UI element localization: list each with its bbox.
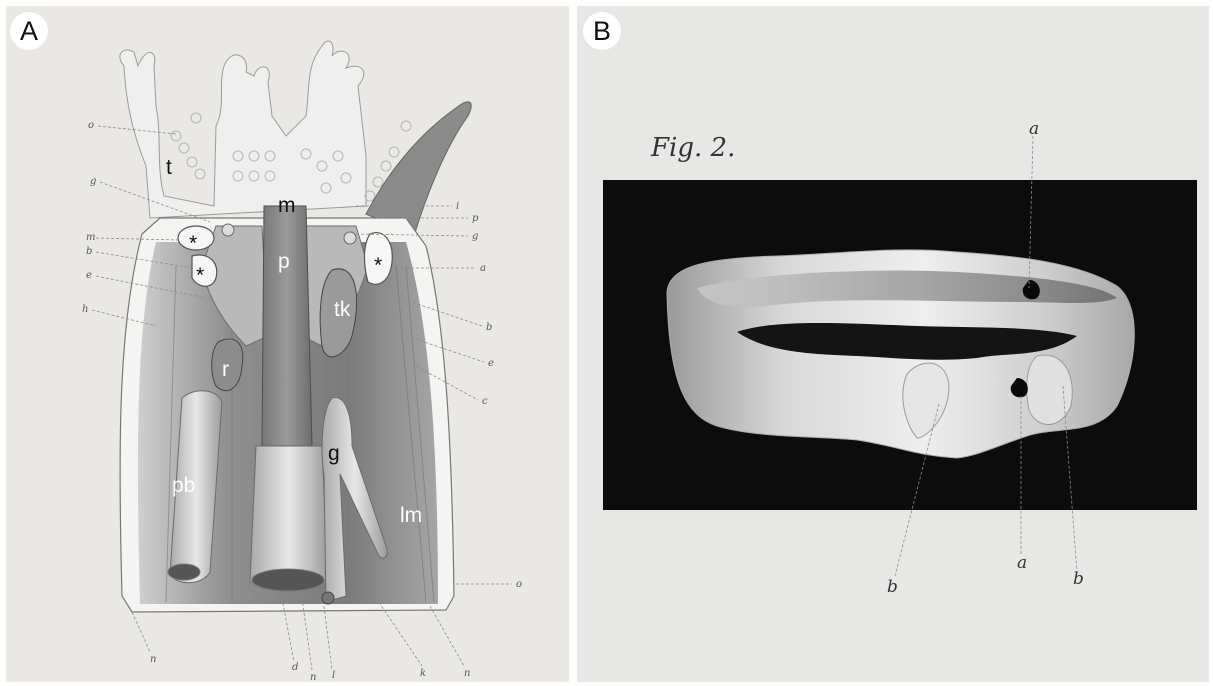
gland-right — [344, 232, 356, 244]
label-a-right: a — [480, 263, 486, 274]
label-pb: pb — [172, 474, 195, 497]
panel-a: t m p * * * tk r pb g lm — [6, 6, 569, 682]
label-tk: tk — [334, 298, 351, 321]
label-n-1: n — [150, 654, 156, 665]
label-g-left: g — [90, 176, 96, 187]
figure-title: Fig. 2. — [650, 133, 735, 163]
pharynx — [262, 206, 312, 452]
label-star-2: * — [196, 264, 204, 287]
panel-letter-a: A — [10, 12, 48, 50]
tube-g-opening — [322, 592, 334, 604]
label-a-top: a — [1029, 119, 1039, 139]
label-m-left: m — [86, 232, 95, 243]
label-b-right: b — [486, 322, 492, 333]
label-g: g — [328, 442, 340, 465]
label-e-right: e — [488, 358, 494, 369]
label-a-bottom: a — [1017, 553, 1027, 573]
label-o-right: o — [516, 579, 522, 590]
anatomy-illustration: t m p * * * tk r pb g lm — [6, 6, 569, 682]
ring-lobe-right — [1027, 355, 1073, 425]
label-p: p — [278, 250, 290, 273]
label-n-3: n — [464, 668, 470, 679]
tube-central-opening — [252, 569, 324, 591]
ring-illustration: Fig. 2. a a b b — [577, 6, 1209, 682]
label-d: d — [292, 662, 298, 673]
label-b-left: b — [86, 246, 92, 257]
panel-b: Fig. 2. a a b b B — [577, 6, 1209, 682]
label-t: t — [166, 156, 172, 179]
label-n-2: n — [310, 672, 316, 682]
label-star-1: * — [189, 232, 197, 255]
label-p-right: p — [472, 213, 479, 224]
label-b-left: b — [887, 577, 898, 597]
tube-central — [250, 446, 328, 582]
label-e-left: e — [86, 270, 92, 281]
panel-letter-b: B — [583, 12, 621, 50]
label-b-right: b — [1073, 569, 1084, 589]
label-c-right: c — [482, 396, 488, 407]
gland-left — [222, 224, 234, 236]
label-l: l — [332, 670, 335, 681]
label-m: m — [278, 194, 296, 217]
label-i-right: i — [456, 201, 459, 212]
label-g-right: g — [472, 231, 478, 242]
label-k: k — [420, 668, 426, 679]
label-o-top: o — [88, 120, 94, 131]
label-r: r — [222, 358, 229, 381]
tube-pb-opening — [168, 564, 200, 580]
label-lm: lm — [400, 504, 422, 527]
label-star-3: * — [374, 254, 382, 277]
label-h-left: h — [82, 304, 88, 315]
